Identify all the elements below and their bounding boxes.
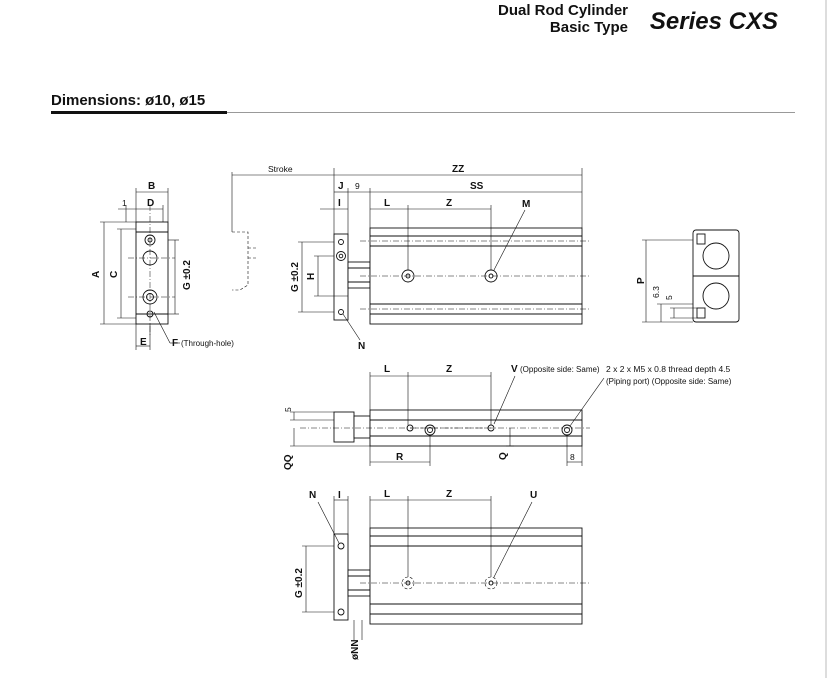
dim-E: E [140, 337, 147, 348]
dim-I-bottom: I [338, 490, 341, 501]
side-view: L Z V (Opposite side: Same) 2 x 2 x M5 x… [283, 364, 732, 470]
thread-note: (Piping port) (Opposite side: Same) [606, 377, 732, 386]
dim-1: 1 [122, 198, 127, 208]
rod-end-plate [333, 233, 349, 321]
header-line-1: Dual Rod Cylinder [497, 2, 628, 19]
dim-QQ: QQ [283, 454, 294, 470]
dim-F-note: (Through-hole) [181, 339, 234, 348]
dim-M: M [522, 199, 530, 210]
dim-5-side: 5 [283, 407, 293, 412]
dim-8: 8 [570, 452, 575, 462]
dim-G-top: G ±0.2 [290, 262, 301, 292]
dim-NN: øNN [350, 639, 361, 660]
dim-G-bottom: G ±0.2 [294, 568, 305, 598]
dim-R: R [396, 452, 404, 463]
section-rule [51, 112, 795, 113]
left-end-view: B D 1 A C G ±0.2 E F (Through-hole) [91, 181, 234, 350]
dim-L-side: L [384, 364, 390, 375]
dim-D: D [147, 198, 154, 209]
dim-V-note: (Opposite side: Same) [520, 365, 600, 374]
header-title-block: Dual Rod Cylinder Basic Type [498, 2, 628, 36]
dim-Q: Q [498, 452, 509, 460]
page-header: Dual Rod Cylinder Basic Type Series CXS [478, 2, 778, 38]
right-end-view: P 6.3 5 [636, 229, 740, 323]
dim-I: I [338, 198, 341, 209]
dim-5-right: 5 [664, 295, 674, 300]
side-rod-end [333, 411, 355, 443]
bottom-end-plate [333, 533, 349, 621]
dim-H: H [306, 273, 317, 280]
dim-N: N [358, 341, 365, 352]
dim-P: P [636, 277, 647, 284]
dim-N-bottom: N [309, 490, 316, 501]
dim-C: C [109, 271, 120, 278]
dim-Z: Z [446, 198, 452, 209]
top-main-view: Stroke ZZ J 9 SS I L Z M G ±0.2 H N [231, 164, 590, 352]
dim-F: F [172, 338, 178, 349]
dim-stroke: Stroke [268, 164, 293, 174]
dim-Z-bottom: Z [446, 489, 452, 500]
dim-G: G ±0.2 [182, 260, 193, 290]
dim-B: B [148, 181, 155, 192]
series-name: Series CXS [649, 8, 778, 35]
dim-J: J [338, 181, 344, 192]
dim-V: V [511, 364, 518, 375]
section-title: Dimensions: ø10, ø15 [51, 92, 206, 109]
dim-9: 9 [355, 181, 360, 191]
dim-L: L [384, 198, 390, 209]
dim-A: A [91, 271, 102, 278]
dim-L-bottom: L [384, 489, 390, 500]
dim-ZZ: ZZ [452, 164, 464, 175]
dim-U: U [530, 490, 537, 501]
header-line-2: Basic Type [549, 19, 628, 36]
dim-6-3: 6.3 [651, 286, 661, 298]
section-rule-accent [51, 111, 227, 114]
bottom-view: N I L Z U G ±0.2 øNN [294, 489, 590, 660]
dim-Z-side: Z [446, 364, 452, 375]
dim-SS: SS [470, 181, 484, 192]
end-plate [135, 221, 169, 325]
thread-spec: 2 x 2 x M5 x 0.8 thread depth 4.5 [606, 364, 731, 374]
bottom-body [369, 527, 583, 625]
